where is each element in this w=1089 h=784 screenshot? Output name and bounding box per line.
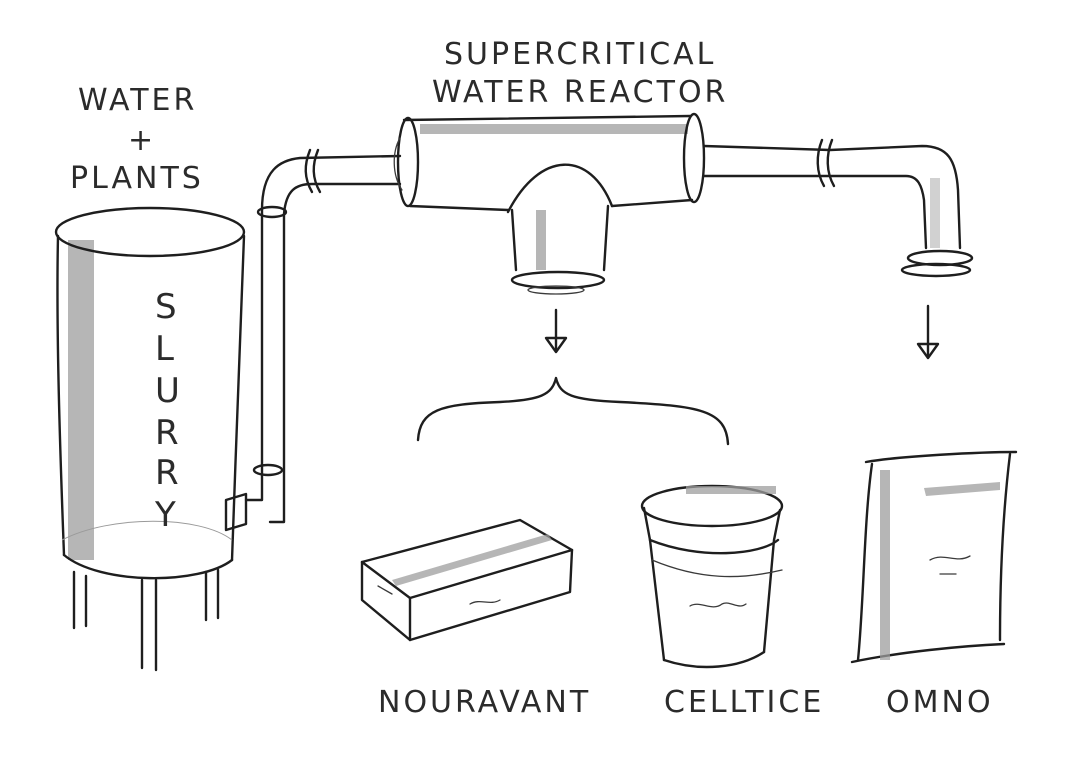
product-label-nouravant: NOURAVANT bbox=[378, 685, 591, 720]
input-label-plants: PLANTS bbox=[70, 161, 204, 196]
down-arrow-icon bbox=[916, 304, 940, 360]
reactor-label-line2: WATER REACTOR bbox=[432, 75, 728, 110]
reactor-label-line1: SUPERCRITICAL bbox=[444, 37, 716, 72]
bucket-container-icon bbox=[640, 484, 784, 669]
product-label-celltice: CELLTICE bbox=[664, 685, 824, 720]
slurry-tank-icon bbox=[54, 206, 248, 672]
input-label-plus: + bbox=[128, 123, 156, 158]
tank-letter-r2: R bbox=[155, 453, 179, 493]
curly-brace-icon bbox=[416, 376, 730, 446]
feed-pipe-icon bbox=[244, 148, 402, 524]
tank-letter-u: U bbox=[155, 371, 180, 411]
tank-letter-s: S bbox=[155, 287, 177, 327]
tank-letter-r1: R bbox=[155, 413, 179, 453]
tank-label: S L U R R Y bbox=[154, 287, 180, 535]
tank-letter-y: Y bbox=[154, 495, 176, 535]
down-arrow-icon bbox=[544, 308, 568, 354]
input-label-water: WATER bbox=[78, 83, 197, 118]
reactor-tube-icon bbox=[393, 112, 706, 295]
sack-bag-icon bbox=[850, 450, 1018, 664]
input-label: WATER + PLANTS bbox=[70, 83, 204, 196]
product-label-omno: OMNO bbox=[886, 685, 994, 720]
tank-shading bbox=[68, 240, 94, 560]
box-package-icon bbox=[360, 518, 574, 642]
tank-letter-l: L bbox=[155, 329, 174, 369]
outlet-pipe-icon bbox=[702, 138, 974, 278]
reactor-label: SUPERCRITICAL WATER REACTOR bbox=[432, 37, 728, 110]
